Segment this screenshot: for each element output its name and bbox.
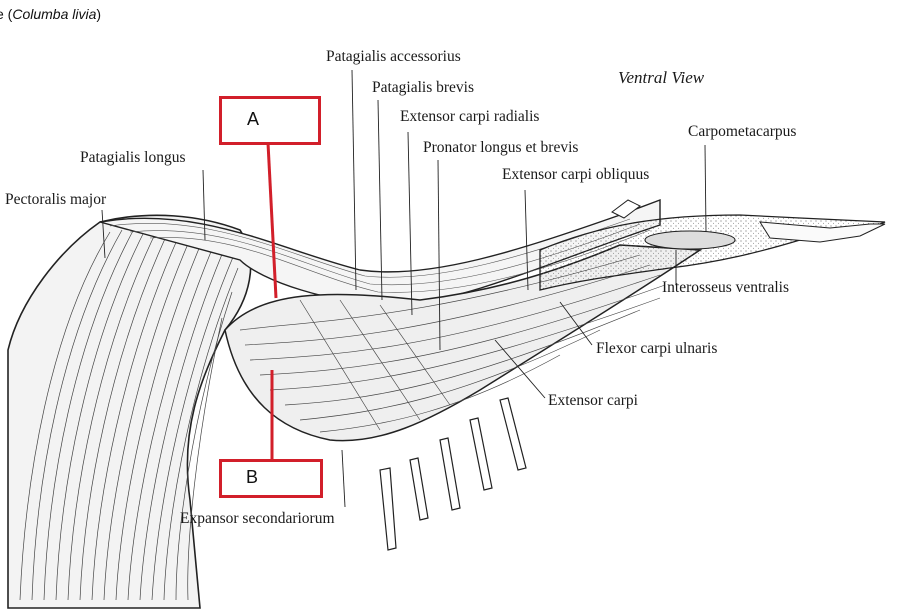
marker-b-letter: B [246, 467, 259, 487]
label-interosseus-ventralis: Interosseus ventralis [662, 279, 789, 296]
forearm-fibers [239, 254, 666, 433]
label-extensor-carpi: Extensor carpi [548, 392, 638, 409]
leader-pectoralis-major [101, 209, 106, 259]
leader-carpometacarpus [704, 144, 707, 233]
label-pectoralis-major: Pectoralis major [5, 191, 107, 208]
label-pronator-longus-et-brevis: Pronator longus et brevis [423, 139, 579, 156]
label-carpometacarpus: Carpometacarpus [688, 123, 797, 140]
marker-a-line [266, 142, 278, 299]
label-expansor-secondariorum: Expansor secondariorum [180, 510, 335, 527]
leader-patagialis-accessorius [351, 69, 357, 291]
leader-patagialis-brevis [377, 99, 383, 301]
pectoralis-major-shape [7, 214, 252, 609]
marker-a-letter: A [247, 109, 260, 129]
leader-extensor-carpi [494, 339, 546, 399]
leader-pronator [437, 159, 441, 351]
leader-flexor [559, 301, 593, 346]
carpometacarpus-bone [644, 230, 736, 250]
species-name: Columba livia [12, 6, 97, 22]
label-patagialis-accessorius: Patagialis accessorius [326, 48, 461, 65]
label-patagialis-longus: Patagialis longus [80, 149, 186, 166]
label-extensor-carpi-obliquus: Extensor carpi obliquus [502, 166, 650, 183]
feather-quills [379, 397, 527, 551]
label-patagialis-brevis: Patagialis brevis [372, 79, 475, 96]
leader-lines [101, 69, 707, 508]
label-flexor-carpi-ulnaris: Flexor carpi ulnaris [596, 340, 718, 357]
pectoralis-fibers [19, 227, 239, 601]
leader-extensor-carpi-obliquus [524, 189, 529, 291]
header-suffix: ) [96, 6, 102, 22]
marker-b-box[interactable]: B [219, 459, 323, 498]
marker-a-box[interactable]: A [219, 96, 321, 145]
header-line-2: e (Columba livia) [0, 6, 101, 22]
view-title: Ventral View [618, 68, 705, 87]
leader-extensor-carpi-radialis [407, 131, 413, 316]
header-prefix: e ( [0, 6, 13, 22]
leader-patagialis-longus [202, 169, 206, 241]
label-extensor-carpi-radialis: Extensor carpi radialis [400, 108, 540, 125]
leader-expansor [341, 449, 346, 508]
